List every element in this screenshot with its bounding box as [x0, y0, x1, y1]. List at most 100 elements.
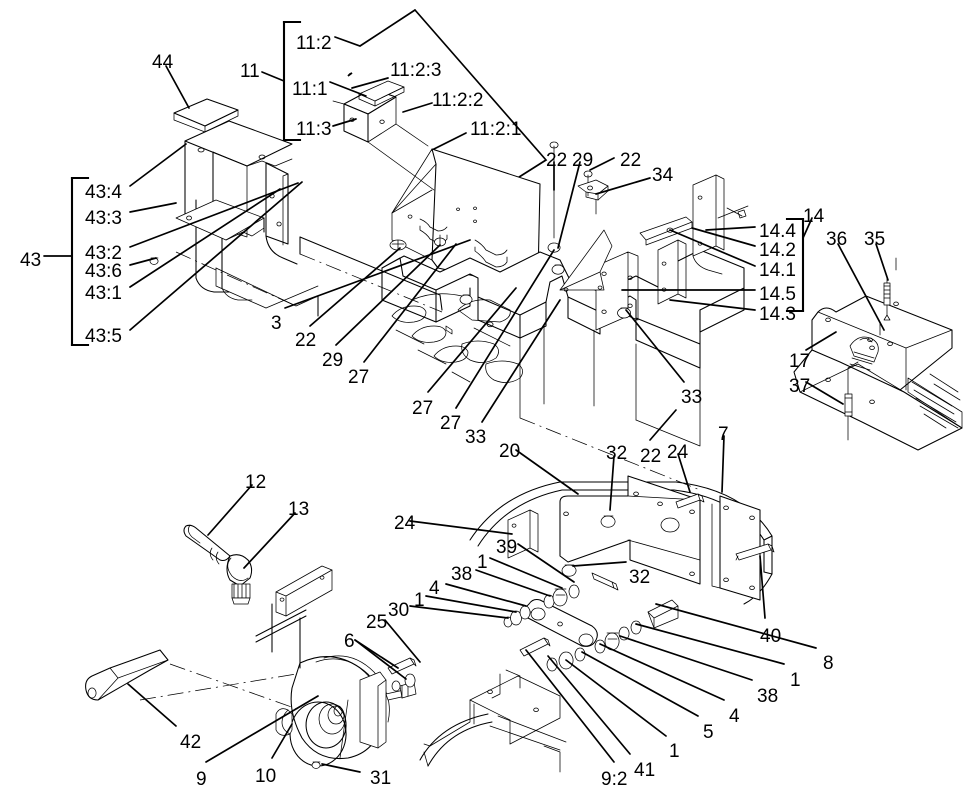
callout-42: 42 [180, 732, 202, 753]
callout-33-a: 33 [465, 427, 487, 448]
leader-11-2 [334, 9, 416, 47]
part-44-plate [173, 98, 239, 133]
part-13-fitting [226, 554, 253, 605]
callout-3: 3 [271, 313, 282, 334]
part-42-handle [85, 649, 301, 711]
callout-36: 36 [826, 229, 848, 250]
group-bracket-14 [785, 217, 813, 313]
leader-9-2 [525, 649, 615, 763]
callout-9: 9 [196, 769, 207, 788]
callout-27-a: 27 [348, 367, 370, 388]
leader-4a [445, 583, 527, 607]
leader-3 [284, 239, 471, 309]
callout-1-b: 1 [414, 590, 425, 611]
callout-14-5: 14.5 [759, 284, 796, 305]
part-17-shield [793, 257, 963, 451]
leader-38a [475, 569, 551, 597]
callout-24-a: 24 [667, 442, 689, 463]
callout-43-1: 43:1 [85, 283, 122, 304]
callout-22-c: 22 [295, 330, 317, 351]
leader-43-3 [129, 202, 177, 213]
callout-38-a: 38 [451, 564, 473, 585]
callout-12: 12 [245, 472, 267, 493]
callout-14-4: 14.4 [759, 221, 796, 242]
leader-43-2 [129, 182, 299, 248]
leader-4b [599, 643, 725, 701]
callout-30: 30 [388, 600, 410, 621]
leader-43-5 [129, 181, 303, 331]
callout-7: 7 [718, 424, 729, 445]
leader-37 [805, 381, 844, 405]
callout-27-c: 27 [440, 413, 462, 434]
leader-14-2 [691, 227, 756, 247]
leader-33a [481, 299, 561, 423]
callout-25: 25 [366, 612, 388, 633]
washer-stack-left [503, 605, 531, 628]
leader-11-2-3b [351, 77, 389, 89]
callout-22-b: 22 [620, 150, 642, 171]
callout-5: 5 [703, 722, 714, 743]
callout-22-a: 22 [546, 150, 568, 171]
callout-8: 8 [823, 653, 834, 674]
leader-14-4 [705, 226, 756, 231]
leader-12 [207, 484, 253, 536]
leader-32a [609, 455, 615, 511]
leader-9 [205, 695, 319, 763]
leader-43-1 [129, 188, 281, 288]
leader-34 [595, 177, 651, 195]
leader-6b [354, 639, 399, 669]
callout-32-a: 32 [606, 443, 628, 464]
callout-17: 17 [789, 351, 811, 372]
leader-41 [547, 655, 631, 755]
part-12-hose [183, 524, 231, 565]
leader-22d [649, 409, 677, 441]
leader-29a [557, 161, 581, 249]
leader-1c [635, 623, 785, 665]
leader-5 [581, 651, 699, 717]
callout-13: 13 [288, 499, 310, 520]
part-43-housing [149, 120, 319, 309]
leader-38b [619, 635, 753, 681]
callout-4-b: 4 [729, 706, 740, 727]
leader-43-4 [129, 143, 187, 187]
callout-11-2-1: 11:2:1 [470, 119, 522, 140]
callout-24-b: 24 [394, 513, 416, 534]
part-main-chassis [263, 141, 749, 491]
callout-1-c: 1 [790, 670, 801, 691]
callout-35: 35 [864, 229, 886, 250]
leader-35 [875, 243, 889, 281]
callout-43-2: 43:2 [85, 243, 122, 264]
leader-33b [625, 309, 685, 383]
callout-33-b: 33 [681, 387, 703, 408]
leader-36 [837, 243, 885, 331]
leader-32b [572, 561, 627, 567]
leader-7 [721, 435, 725, 493]
callout-43-5: 43:5 [85, 326, 122, 347]
leader-24a [677, 453, 691, 493]
leader-1b [425, 595, 517, 613]
callout-41: 41 [634, 760, 656, 781]
leader-27c [455, 249, 555, 409]
washer-stack-right [594, 599, 679, 654]
part-bottom-frame [469, 475, 775, 605]
callout-38-b: 38 [757, 686, 779, 707]
washer-stack-mid [543, 572, 619, 609]
leader-10 [271, 723, 293, 759]
leader-40 [759, 555, 766, 619]
part-wheel-pulley [275, 655, 417, 769]
leader-25 [384, 619, 421, 663]
leader-42 [127, 683, 177, 727]
ghost-chassis-lower [419, 669, 567, 773]
callout-44: 44 [152, 52, 174, 73]
leader-22b [589, 157, 615, 171]
callout-20: 20 [499, 441, 521, 462]
callout-11: 11 [240, 61, 260, 82]
callout-29-b: 29 [322, 350, 344, 371]
leader-30 [409, 605, 509, 619]
callout-22-d: 22 [640, 446, 662, 467]
callout-39: 39 [496, 537, 518, 558]
callout-10: 10 [255, 766, 277, 787]
callout-4-a: 4 [429, 578, 440, 599]
callout-11-2: 11:2 [296, 33, 332, 54]
